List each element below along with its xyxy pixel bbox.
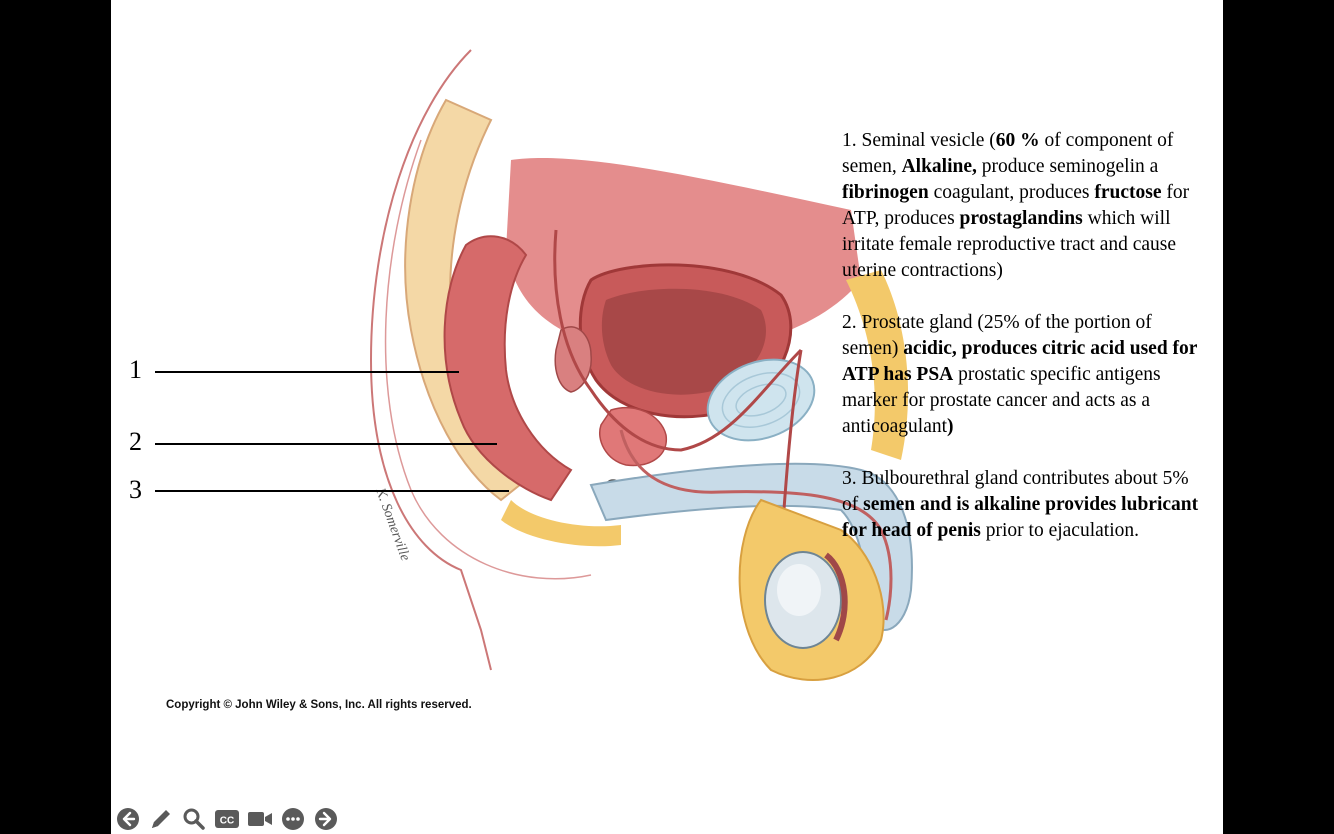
note-paragraph-2: 2. Prostate gland (25% of the portion of… xyxy=(842,310,1202,440)
more-options-button[interactable] xyxy=(280,806,306,832)
note-paragraph-3: 3. Bulbourethral gland contributes about… xyxy=(842,466,1202,544)
note-bold-text: ) xyxy=(947,416,954,437)
camera-button[interactable] xyxy=(247,806,273,832)
slide: K. Somerville 1 2 3 Copyright © John Wil… xyxy=(111,0,1223,834)
note-text: 1. Seminal vesicle ( xyxy=(842,130,996,151)
note-text: prior to ejaculation. xyxy=(981,520,1139,541)
note-bold-text: prostaglandins xyxy=(960,208,1083,229)
note-text: produce seminogelin a xyxy=(977,156,1158,177)
pen-tool-button[interactable] xyxy=(148,806,174,832)
arrow-left-circle-icon xyxy=(116,807,140,831)
note-text: coagulant, produces xyxy=(929,182,1095,203)
leader-line-1 xyxy=(155,371,459,373)
arrow-right-circle-icon xyxy=(314,807,338,831)
cc-icon: CC xyxy=(214,808,240,830)
note-bold-text: fructose xyxy=(1094,182,1161,203)
label-2: 2 xyxy=(129,427,142,457)
previous-slide-button[interactable] xyxy=(115,806,141,832)
copyright-notice: Copyright © John Wiley & Sons, Inc. All … xyxy=(166,699,472,711)
note-paragraph-1: 1. Seminal vesicle (60 % of component of… xyxy=(842,128,1202,284)
presentation-toolbar: CC xyxy=(111,805,339,833)
svg-text:CC: CC xyxy=(220,816,234,827)
leader-line-3 xyxy=(155,490,509,492)
magnifier-icon xyxy=(182,807,206,831)
note-bold-text: Alkaline, xyxy=(902,156,977,177)
note-bold-text: 60 % xyxy=(996,130,1040,151)
video-camera-icon xyxy=(247,808,273,830)
note-bold-text: fibrinogen xyxy=(842,182,929,203)
captions-button[interactable]: CC xyxy=(214,806,240,832)
notes-panel: 1. Seminal vesicle (60 % of component of… xyxy=(842,128,1202,570)
ellipsis-circle-icon xyxy=(281,807,305,831)
label-1: 1 xyxy=(129,355,142,385)
leader-line-2 xyxy=(155,443,497,445)
next-slide-button[interactable] xyxy=(313,806,339,832)
label-3: 3 xyxy=(129,475,142,505)
artist-signature: K. Somerville xyxy=(372,485,413,563)
pencil-icon xyxy=(149,807,173,831)
zoom-button[interactable] xyxy=(181,806,207,832)
